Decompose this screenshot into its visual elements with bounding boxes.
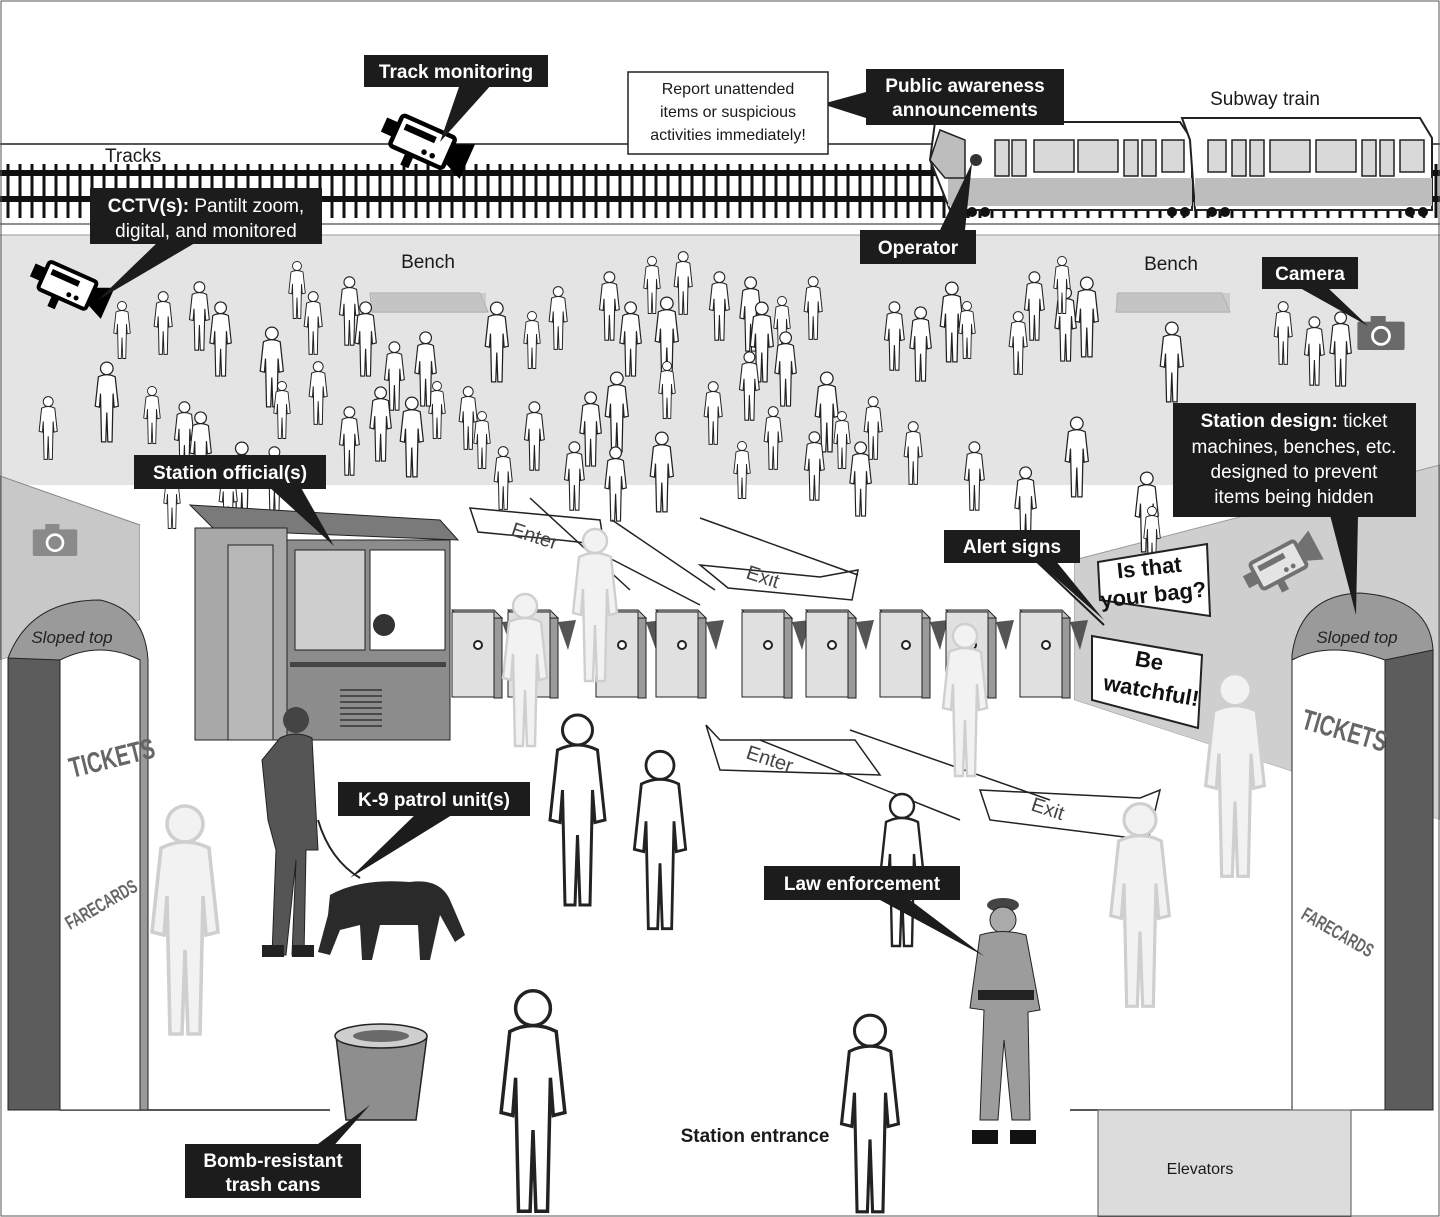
ticket-kiosk-left	[8, 600, 148, 1110]
bench-right-label: Bench	[1144, 254, 1198, 275]
public-awareness-line1: Public awareness	[885, 76, 1044, 97]
cctv-callout: CCTV(s): Pantilt zoom, digital, and moni…	[90, 188, 322, 244]
alert-signs-label: Alert signs	[963, 537, 1061, 558]
cctv-line2: digital, and monitored	[115, 221, 297, 242]
k9-label: K-9 patrol unit(s)	[358, 790, 510, 811]
bench-left-label: Bench	[401, 252, 455, 273]
station-design-line3: designed to prevent	[1211, 462, 1379, 483]
report-line2: items or suspicious	[660, 104, 796, 121]
law-enforcement-label: Law enforcement	[784, 874, 941, 895]
cctv-rest: Pantilt zoom,	[189, 196, 304, 217]
k9-callout: K-9 patrol unit(s)	[338, 782, 530, 816]
law-enforcement-callout: Law enforcement	[764, 866, 960, 900]
report-notice: Report unattended items or suspicious ac…	[628, 72, 828, 154]
report-line1: Report unattended	[662, 81, 795, 98]
bomb-trash-callout: Bomb-resistant trash cans	[185, 1144, 361, 1198]
station-design-bold: Station design:	[1201, 411, 1338, 432]
bench-right	[1116, 293, 1230, 313]
public-awareness-callout: Public awareness announcements	[866, 69, 1064, 125]
subway-train-label: Subway train	[1210, 89, 1320, 110]
turnstiles	[452, 610, 1088, 698]
sloped-top-left-label: Sloped top	[31, 628, 112, 647]
tracks-label: Tracks	[105, 146, 161, 167]
subway-train	[930, 118, 1432, 217]
report-line3: activities immediately!	[650, 127, 806, 144]
station-entrance-label: Station entrance	[681, 1126, 830, 1147]
public-awareness-line2: announcements	[892, 100, 1038, 121]
station-design-rest: ticket	[1338, 411, 1388, 432]
track-monitoring-label: Track monitoring	[379, 62, 533, 83]
sloped-top-right-label: Sloped top	[1316, 628, 1397, 647]
camera-label: Camera	[1275, 264, 1345, 285]
alert-signs-callout: Alert signs	[944, 530, 1080, 563]
bench-left	[370, 293, 488, 313]
station-design-line1: Station design: ticket	[1201, 411, 1389, 432]
station-design-line4: items being hidden	[1214, 487, 1374, 508]
bomb-line1: Bomb-resistant	[203, 1151, 343, 1172]
bomb-resistant-trash-can	[335, 1024, 427, 1120]
station-officials-label: Station official(s)	[153, 463, 307, 484]
elevators-label: Elevators	[1167, 1161, 1234, 1178]
station-booth	[190, 505, 458, 740]
operator-callout: Operator	[860, 230, 976, 264]
cctv-line1: CCTV(s): Pantilt zoom,	[108, 196, 304, 217]
station-design-callout: Station design: ticket machines, benches…	[1173, 403, 1416, 517]
operator-label: Operator	[878, 238, 959, 259]
ticket-kiosk-right	[1292, 593, 1433, 1110]
station-officials-callout: Station official(s)	[134, 455, 326, 489]
cctv-bold: CCTV(s):	[108, 196, 189, 217]
station-design-line2: machines, benches, etc.	[1192, 437, 1397, 458]
track-monitoring-callout: Track monitoring	[364, 55, 548, 87]
bomb-line2: trash cans	[225, 1175, 320, 1196]
sign-watch-line1: Be	[1133, 646, 1165, 676]
camera-callout: Camera	[1262, 257, 1358, 289]
